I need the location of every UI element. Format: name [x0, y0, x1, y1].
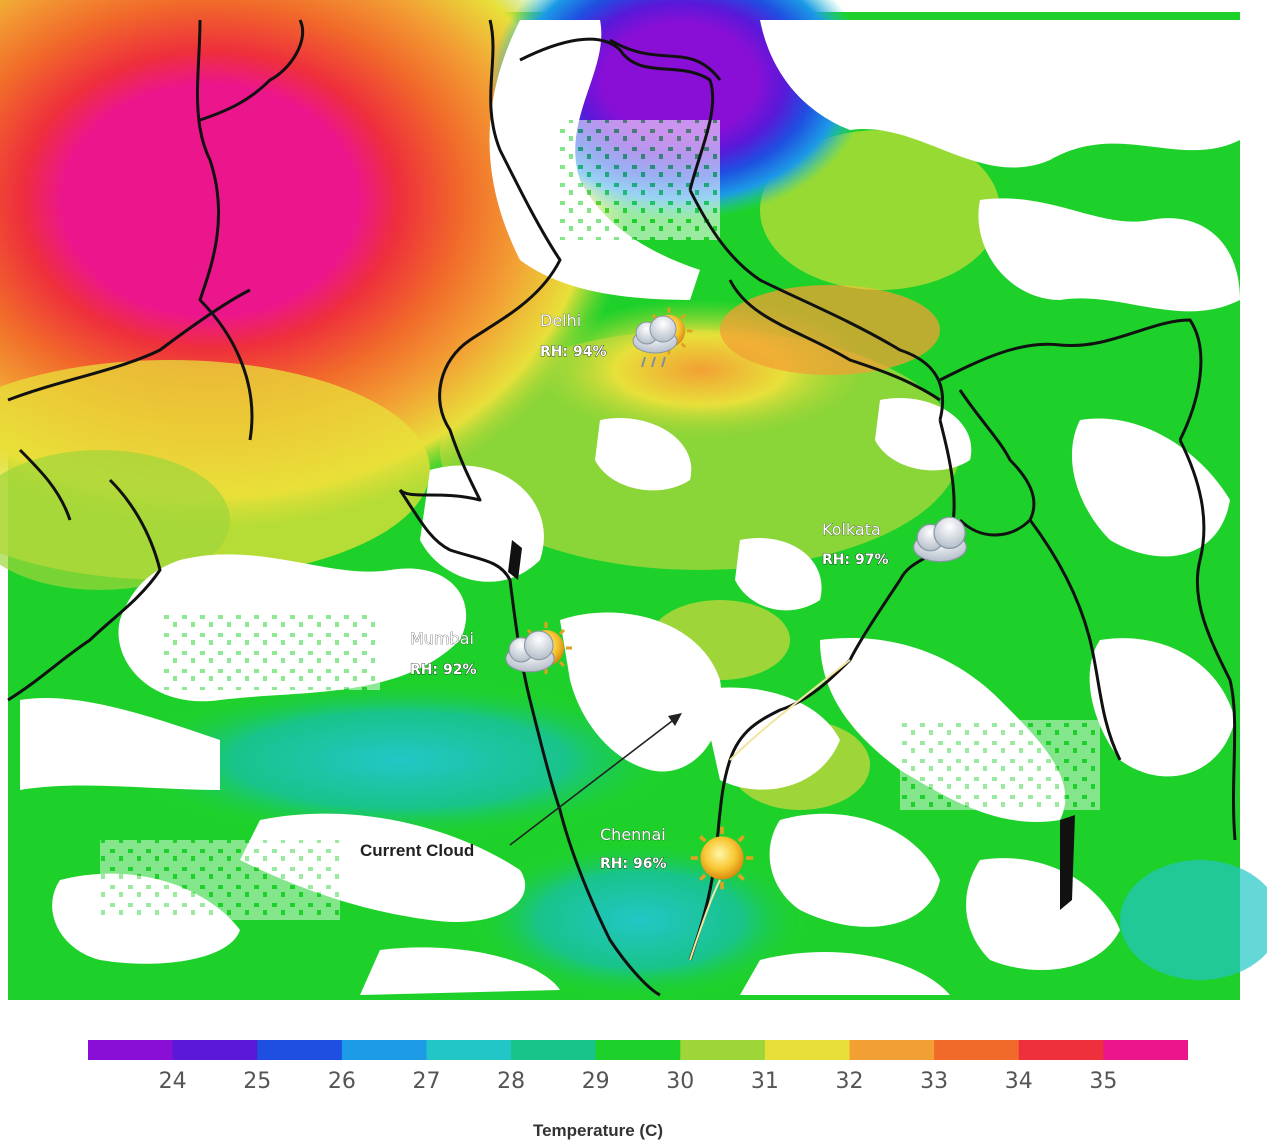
legend-swatch	[1103, 1040, 1189, 1060]
legend-svg: 24 25 26 27 28 29 30 31 32 33 34 35 Temperature (C)	[88, 1040, 1189, 1140]
legend-swatch	[680, 1040, 766, 1060]
legend-title: Temperature (C)	[533, 1121, 663, 1140]
legend-swatch	[511, 1040, 597, 1060]
legend-tick-label: 33	[920, 1069, 948, 1094]
city-name-kolkata: Kolkata	[822, 520, 881, 539]
legend-swatch	[934, 1040, 1020, 1060]
weather-icon-delhi	[632, 306, 694, 368]
city-rh-chennai: RH: 96%	[600, 856, 666, 872]
legend-ticks: 24 25 26 27 28 29 30 31 32 33 34 35	[159, 1069, 1118, 1094]
legend-swatch	[341, 1040, 427, 1060]
map-canvas: Delhi RH: 94% Kolkata RH: 97% Mumbai RH:…	[0, 0, 1267, 1000]
legend-tick-label: 35	[1089, 1069, 1117, 1094]
city-rh-kolkata: RH: 97%	[822, 552, 888, 568]
arrow-head-icon	[668, 713, 682, 726]
legend-swatch	[257, 1040, 343, 1060]
legend-swatch	[764, 1040, 851, 1060]
legend-tick-label: 30	[666, 1069, 694, 1094]
legend-swatch	[849, 1040, 935, 1060]
city-rh-delhi: RH: 94%	[540, 344, 606, 360]
legend-tick-label: 28	[497, 1069, 525, 1094]
legend-swatch	[595, 1040, 681, 1060]
legend-tick-label: 26	[328, 1069, 356, 1094]
legend-swatch	[1018, 1040, 1104, 1060]
city-name-delhi: Delhi	[540, 311, 581, 330]
legend-tick-label: 24	[159, 1069, 187, 1094]
legend-tick-label: 29	[582, 1069, 610, 1094]
annotation-label: Current Cloud	[360, 841, 474, 860]
legend-swatch	[88, 1040, 174, 1060]
legend-color-bar	[88, 1040, 1189, 1060]
legend-swatch	[172, 1040, 258, 1060]
legend-tick-label: 27	[412, 1069, 440, 1094]
temperature-map: Delhi RH: 94% Kolkata RH: 97% Mumbai RH:…	[0, 0, 1267, 1000]
city-rh-mumbai: RH: 92%	[410, 662, 476, 678]
legend-tick-label: 25	[243, 1069, 271, 1094]
legend-tick-label: 31	[751, 1069, 779, 1094]
legend-swatch	[426, 1040, 512, 1060]
city-name-mumbai: Mumbai	[410, 629, 474, 648]
legend-tick-label: 34	[1005, 1069, 1033, 1094]
current-cloud-annotation: Current Cloud	[360, 713, 682, 860]
legend-tick-label: 32	[836, 1069, 864, 1094]
city-name-chennai: Chennai	[600, 825, 666, 844]
temperature-legend: 24 25 26 27 28 29 30 31 32 33 34 35 Temperature (C)	[88, 1040, 1189, 1140]
